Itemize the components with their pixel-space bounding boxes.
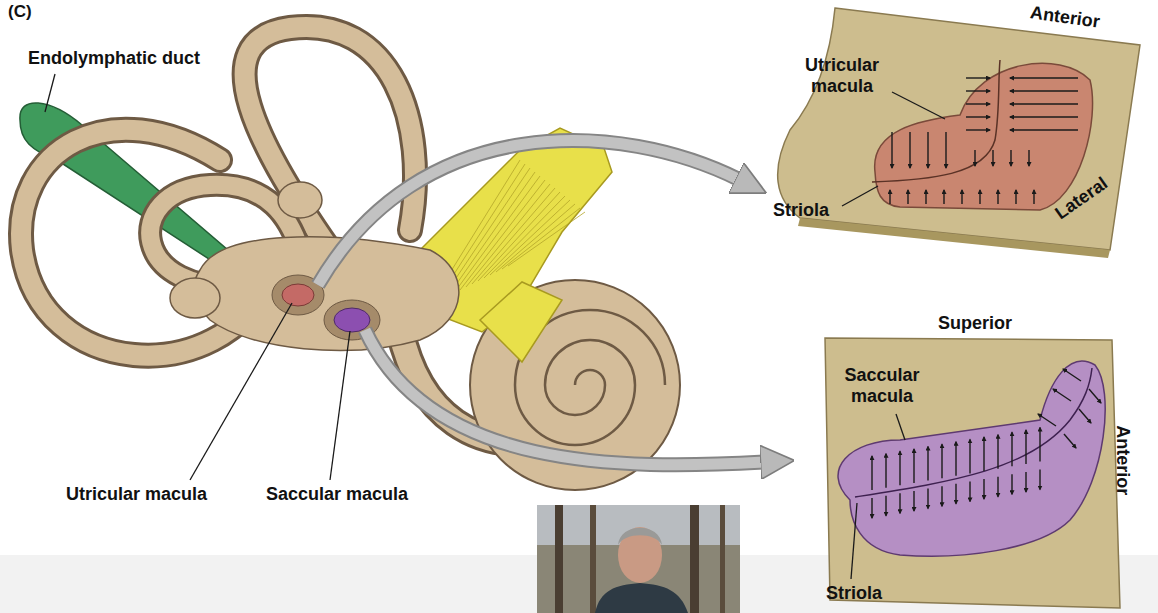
polarity-arrow	[1064, 434, 1076, 448]
polarity-arrow	[927, 447, 928, 481]
plane-edge	[798, 218, 1110, 258]
utricular-macula	[282, 284, 314, 306]
polarity-arrow	[1025, 430, 1026, 464]
part-label: Utricular macula	[66, 484, 207, 505]
polarity-arrow	[1039, 428, 1040, 462]
saccule-plane	[825, 338, 1120, 608]
polarity-arrow	[1028, 150, 1029, 166]
polarity-arrow	[907, 190, 908, 204]
nerve-fiber	[496, 204, 575, 272]
polarity-arrow	[1033, 190, 1034, 204]
polarity-arrow	[899, 493, 900, 513]
polarity-arrow	[955, 442, 956, 476]
polarity-arrow	[979, 190, 980, 204]
polarity-arrow	[1010, 103, 1078, 104]
polarity-arrow	[1010, 150, 1011, 166]
leader-lines	[45, 74, 945, 579]
part-label: Saccular macula	[832, 365, 932, 406]
saccular-macula	[334, 308, 370, 332]
polarity-arrow	[891, 132, 892, 168]
gray-arrow	[365, 330, 765, 465]
nerve-fiber	[478, 192, 560, 281]
polarity-arrow	[925, 190, 926, 204]
polarity-arrow	[941, 486, 942, 506]
video-thumbnail	[537, 505, 740, 613]
part-label: Endolymphatic duct	[28, 48, 200, 69]
polarity-arrow	[1011, 474, 1012, 494]
polarity-arrow	[966, 77, 990, 78]
polarity-arrow	[966, 90, 990, 91]
direction-label: Anterior	[1113, 425, 1134, 495]
gray-arrow	[318, 141, 740, 285]
polarity-arrow	[983, 437, 984, 471]
polarity-arrow	[1010, 77, 1078, 78]
polarity-arrow	[966, 116, 990, 117]
polarity-arrow	[997, 190, 998, 204]
polarity-arrow	[889, 190, 890, 204]
gray-arrow	[318, 141, 740, 285]
nerve-fiber	[472, 188, 555, 284]
polarity-arrow	[966, 129, 990, 130]
polarity-arrow	[997, 435, 998, 469]
nerve-fiber	[502, 208, 580, 269]
polarity-arrow	[871, 498, 872, 518]
polarity-arrow	[961, 190, 962, 204]
nerve-fiber	[448, 172, 535, 296]
direction-label: Anterior	[1029, 2, 1101, 32]
polarity-arrow	[927, 132, 928, 168]
polarity-arrow	[1010, 129, 1078, 130]
nerve-fiber	[466, 184, 550, 287]
nerve-fiber	[508, 212, 585, 266]
polarity-arrow	[966, 103, 990, 104]
polarity-arrow	[941, 444, 942, 478]
nerve-fiber	[490, 200, 570, 275]
gray-arrow	[365, 330, 765, 465]
polarity-arrow	[1015, 190, 1016, 204]
polarity-arrow	[955, 484, 956, 504]
ampulla	[278, 182, 322, 218]
polarity-arrow	[899, 451, 900, 485]
polarity-arrow	[945, 132, 946, 168]
polarity-arrow	[885, 496, 886, 516]
polarity-arrow	[1063, 369, 1081, 381]
polarity-arrow	[992, 150, 993, 166]
polarity-arrow	[1010, 90, 1078, 91]
utricular-macula-inset	[875, 63, 1093, 210]
panel-letter: (C)	[8, 2, 32, 22]
polarity-arrow	[909, 132, 910, 168]
striola-line	[872, 60, 1000, 182]
part-label: Striola	[826, 583, 882, 604]
polarity-arrow	[1039, 470, 1040, 490]
polarity-arrow	[1025, 472, 1026, 492]
vestibule	[193, 237, 458, 351]
polarity-arrow	[969, 481, 970, 501]
ampulla	[170, 278, 220, 318]
polarity-arrow	[997, 477, 998, 497]
polarity-arrow	[969, 439, 970, 473]
polarity-arrow	[1053, 389, 1071, 401]
polarity-arrow	[1010, 116, 1078, 117]
polarity-arrow	[943, 190, 944, 204]
polarity-arrow	[913, 491, 914, 511]
polarity-arrow	[927, 489, 928, 509]
utricle-plane	[778, 8, 1140, 250]
polarity-arrow	[1089, 389, 1101, 403]
polarity-arrow	[913, 449, 914, 483]
polarity-arrow	[871, 456, 872, 490]
polarity-arrow	[1038, 414, 1056, 426]
part-label: Striola	[773, 200, 829, 221]
polarity-arrow	[974, 150, 975, 166]
polarity-arrow	[1079, 409, 1091, 423]
part-label: Saccular macula	[266, 484, 408, 505]
polarity-arrow	[983, 479, 984, 499]
hair-cell-polarity-arrows	[890, 78, 1078, 204]
polarity-arrow	[1011, 432, 1012, 466]
nerve-fiber	[484, 196, 565, 278]
direction-label: Superior	[938, 313, 1012, 334]
part-label: Utricular macula	[792, 55, 892, 96]
polarity-arrow	[885, 454, 886, 488]
